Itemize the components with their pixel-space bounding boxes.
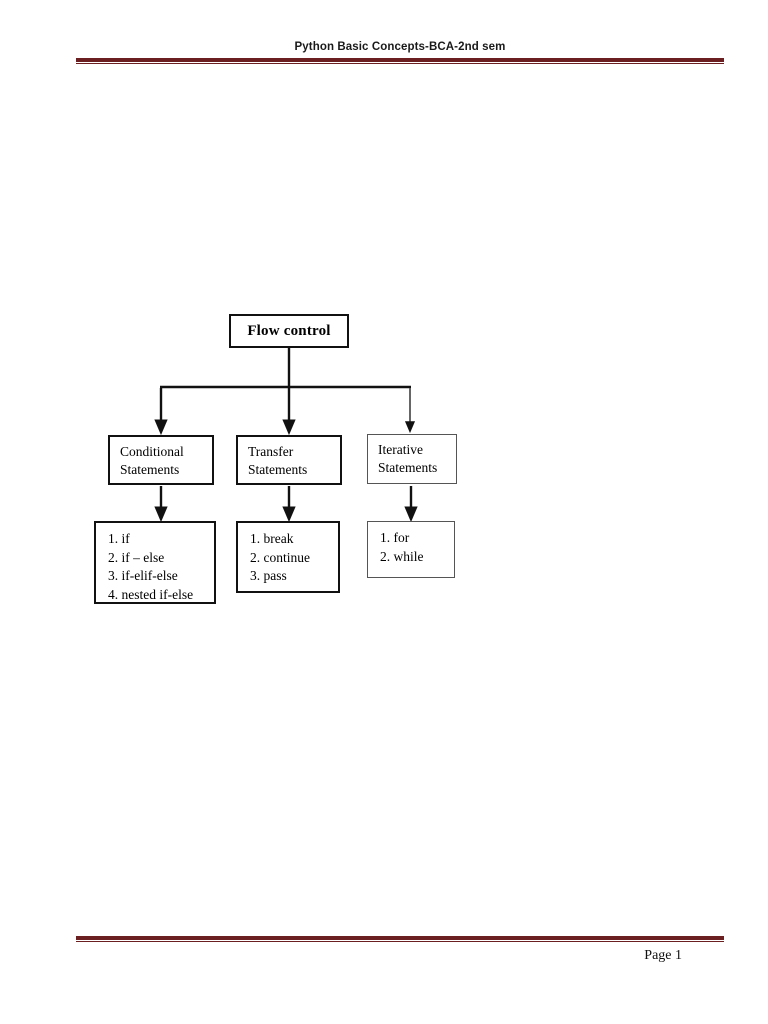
node-iterative-statements-label: Iterative Statements xyxy=(378,442,438,475)
node-flow-control: Flow control xyxy=(229,314,349,348)
list-item: 3. if-elif-else xyxy=(108,568,178,583)
node-transfer-statements: Transfer Statements xyxy=(236,435,342,485)
page-number: Page 1 xyxy=(644,948,682,963)
list-item: 4. nested if-else xyxy=(108,586,194,602)
node-conditional-statements: Conditional Statements xyxy=(108,435,214,485)
list-item: 2. if – else xyxy=(108,549,165,565)
list-item: 1. break xyxy=(250,531,294,546)
page-header: Python Basic Concepts-BCA-2nd sem xyxy=(76,40,724,68)
node-transfer-items: 1. break 2. continue 3. pass xyxy=(236,521,340,593)
node-transfer-statements-label: Transfer Statements xyxy=(248,444,308,477)
node-iterative-statements: Iterative Statements xyxy=(367,434,457,484)
header-rule xyxy=(76,58,724,62)
page-footer: Page 1 xyxy=(76,936,724,976)
footer-rule-thin xyxy=(76,941,724,942)
footer-rule xyxy=(76,936,724,940)
header-title: Python Basic Concepts-BCA-2nd sem xyxy=(294,41,506,53)
header-rule-thin xyxy=(76,63,724,64)
list-item: 3. pass xyxy=(250,568,287,583)
list-item: 2. while xyxy=(380,548,424,564)
node-flow-control-label: Flow control xyxy=(247,322,331,339)
node-iterative-items: 1. for 2. while xyxy=(367,521,455,578)
list-item: 1. for xyxy=(380,530,410,545)
list-item: 1. if xyxy=(108,531,130,546)
node-conditional-statements-label: Conditional Statements xyxy=(120,444,184,477)
node-conditional-items: 1. if 2. if – else 3. if-elif-else 4. ne… xyxy=(94,521,216,604)
list-item: 2. continue xyxy=(250,549,310,565)
